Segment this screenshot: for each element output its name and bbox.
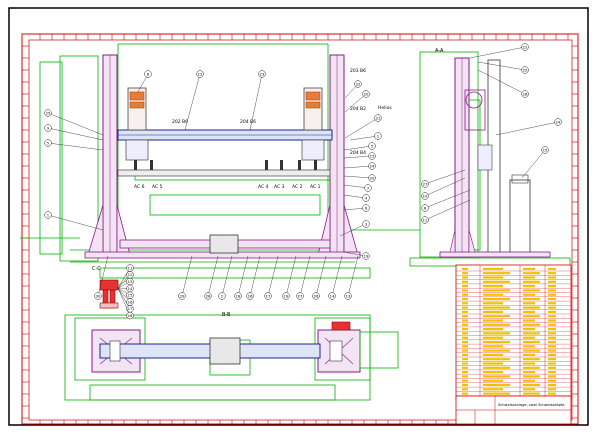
svg-text:22: 22 bbox=[523, 44, 528, 49]
label-helios: Helios bbox=[378, 105, 392, 111]
front-bottom-carriage bbox=[210, 235, 238, 253]
svg-text:28: 28 bbox=[206, 293, 211, 298]
svg-text:14: 14 bbox=[330, 293, 335, 298]
label-202b6: 202 B6 bbox=[172, 119, 188, 125]
svg-text:23: 23 bbox=[260, 71, 265, 76]
axis-label: AC 3 bbox=[274, 184, 285, 190]
title-block: Schweissanlage, zwei Schweissköpfe bbox=[456, 396, 571, 424]
svg-text:21: 21 bbox=[376, 115, 381, 120]
svg-text:12: 12 bbox=[128, 272, 133, 277]
svg-text:27: 27 bbox=[298, 293, 303, 298]
welding-head-right bbox=[302, 88, 324, 160]
axis-label: AC 5 bbox=[152, 184, 163, 190]
svg-text:13: 13 bbox=[128, 279, 133, 284]
axis-label: AC 4 bbox=[258, 184, 269, 190]
section-label-cc: C-C bbox=[92, 266, 101, 272]
axis-label: AC 6 bbox=[134, 184, 145, 190]
label-204b2: 204 B2 bbox=[350, 106, 366, 112]
svg-text:14: 14 bbox=[128, 286, 133, 291]
axis-label: AC 2 bbox=[292, 184, 303, 190]
svg-text:20: 20 bbox=[364, 91, 369, 96]
svg-text:27: 27 bbox=[423, 181, 428, 186]
svg-text:16: 16 bbox=[248, 293, 253, 298]
svg-text:15: 15 bbox=[128, 293, 133, 298]
svg-text:25: 25 bbox=[46, 110, 51, 115]
svg-text:19: 19 bbox=[284, 293, 289, 298]
svg-text:11: 11 bbox=[128, 265, 133, 270]
section-label-bb: B-B bbox=[222, 312, 231, 318]
svg-text:29: 29 bbox=[180, 293, 185, 298]
welding-head-left bbox=[126, 88, 148, 160]
svg-text:22: 22 bbox=[356, 81, 361, 86]
svg-text:11: 11 bbox=[423, 217, 428, 222]
svg-text:10: 10 bbox=[423, 193, 428, 198]
svg-text:19: 19 bbox=[364, 253, 369, 258]
svg-text:24: 24 bbox=[370, 163, 375, 168]
svg-text:15: 15 bbox=[543, 147, 548, 152]
svg-text:18: 18 bbox=[236, 293, 241, 298]
svg-text:17: 17 bbox=[128, 306, 133, 311]
svg-text:26: 26 bbox=[523, 91, 528, 96]
svg-text:17: 17 bbox=[266, 293, 271, 298]
label-204b6: 204 B6 bbox=[240, 119, 256, 125]
section-label-aa: A-A bbox=[435, 48, 444, 54]
label-204b4: 204 B4 bbox=[350, 150, 366, 156]
axis-label: AC 1 bbox=[310, 184, 321, 190]
svg-text:12: 12 bbox=[198, 71, 203, 76]
svg-text:13: 13 bbox=[346, 293, 351, 298]
svg-text:16: 16 bbox=[128, 299, 133, 304]
title-block-text: Schweissanlage, zwei Schweissköpfe bbox=[498, 403, 565, 407]
svg-text:26: 26 bbox=[314, 293, 319, 298]
parts-list-table bbox=[456, 265, 571, 400]
svg-text:24: 24 bbox=[556, 119, 561, 124]
svg-text:25: 25 bbox=[523, 67, 528, 72]
svg-text:20: 20 bbox=[370, 175, 375, 180]
label-203b6: 203 B6 bbox=[350, 68, 366, 74]
svg-text:15: 15 bbox=[370, 153, 375, 158]
svg-text:30: 30 bbox=[96, 293, 101, 298]
svg-text:18: 18 bbox=[128, 313, 133, 318]
